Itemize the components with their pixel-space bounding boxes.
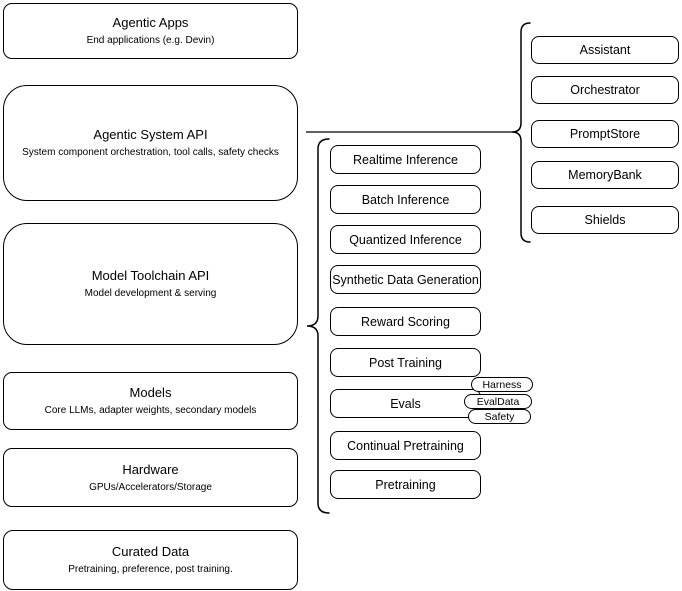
node-label: Assistant [579,43,631,57]
pill-evaldata: EvalData [464,394,532,409]
node-realtime-inference: Realtime Inference [330,145,481,174]
brace-system-components [511,22,531,243]
node-label: Batch Inference [361,192,450,207]
node-label: PromptStore [569,127,641,141]
node-continual-pretraining: Continual Pretraining [330,431,481,460]
node-batch-inference: Batch Inference [330,185,481,214]
node-subtitle: GPUs/Accelerators/Storage [89,481,212,493]
node-title: Agentic Apps [112,15,189,30]
node-reward-scoring: Reward Scoring [330,307,481,336]
node-hardware: Hardware GPUs/Accelerators/Storage [3,448,298,507]
node-title: Agentic System API [93,127,208,142]
node-label: Post Training [369,355,442,370]
node-agentic-apps: Agentic Apps End applications (e.g. Devi… [3,3,298,59]
pill-label: Harness [482,378,522,391]
node-label: Reward Scoring [361,314,450,329]
node-title: Hardware [122,461,179,477]
node-label: Quantized Inference [349,232,462,247]
brace-toolchain [306,138,330,514]
pill-label: Safety [484,410,515,423]
node-evals: Evals [330,389,481,418]
node-title: Models [129,385,172,400]
node-title: Model Toolchain API [91,268,210,283]
node-label: Pretraining [375,477,436,492]
node-label: Continual Pretraining [347,438,464,453]
node-label: MemoryBank [568,168,642,182]
node-pretraining: Pretraining [330,470,481,499]
node-memorybank: MemoryBank [531,161,679,189]
node-orchestrator: Orchestrator [531,76,679,104]
node-title: Curated Data [111,544,190,559]
node-subtitle: Core LLMs, adapter weights, secondary mo… [44,405,257,416]
pill-safety: Safety [468,409,531,424]
pill-harness: Harness [471,377,533,392]
node-shields: Shields [531,206,679,234]
node-subtitle: Pretraining, preference, post training. [68,564,233,575]
node-subtitle: System component orchestration, tool cal… [22,147,279,158]
node-label: Shields [584,213,626,227]
node-subtitle: End applications (e.g. Devin) [86,35,215,46]
node-curated-data: Curated Data Pretraining, preference, po… [3,530,298,590]
node-subtitle: Model development & serving [84,288,217,299]
node-label: Orchestrator [570,83,640,97]
node-models: Models Core LLMs, adapter weights, secon… [3,372,298,430]
node-label: Synthetic Data Generation [332,272,479,287]
node-label: Evals [390,396,421,411]
node-synthetic-data-generation: Synthetic Data Generation [330,265,481,294]
node-promptstore: PromptStore [531,120,679,148]
node-label: Realtime Inference [353,152,458,167]
pill-label: EvalData [476,395,520,408]
node-quantized-inference: Quantized Inference [330,225,481,254]
node-assistant: Assistant [531,36,679,64]
node-model-toolchain-api: Model Toolchain API Model development & … [3,223,298,345]
node-agentic-system-api: Agentic System API System component orch… [3,85,298,201]
node-post-training: Post Training [330,348,481,377]
